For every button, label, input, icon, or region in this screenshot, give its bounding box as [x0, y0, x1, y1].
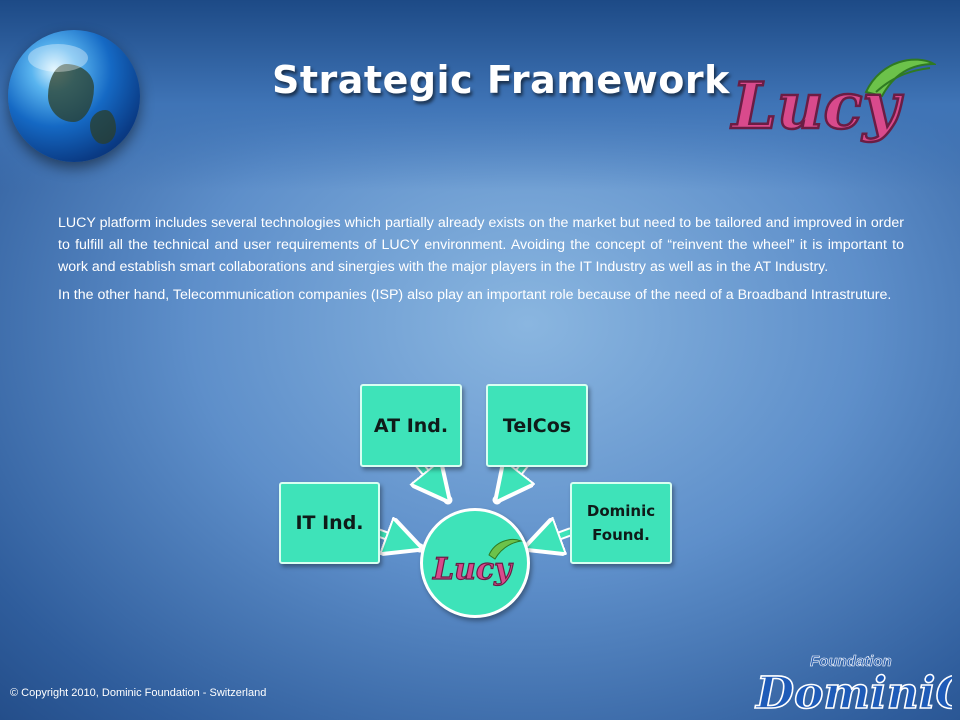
node-dominic-foundation: Dominic Found.	[570, 482, 672, 564]
paragraph: In the other hand, Telecommunication com…	[58, 287, 892, 303]
copyright-footer: © Copyright 2010, Dominic Foundation - S…	[10, 687, 267, 699]
node-label: TelCos	[502, 414, 572, 437]
diagram-center-node: Lucy	[420, 508, 530, 618]
lucy-logo-text: Lucy	[730, 69, 904, 144]
globe-landmass	[48, 64, 94, 122]
globe-highlight	[28, 44, 88, 72]
globe-icon	[8, 30, 140, 162]
lucy-logo: Lucy	[729, 58, 936, 145]
node-at-industry: AT Ind.	[360, 384, 462, 467]
node-it-industry: IT Ind.	[279, 482, 380, 564]
node-telcos: TelCos	[486, 384, 588, 467]
node-label: IT Ind.	[295, 512, 364, 534]
paragraph: LUCY platform includes several technolog…	[58, 215, 904, 275]
body-text: LUCY platform includes several technolog…	[58, 212, 904, 312]
node-label-line1: Dominic	[586, 502, 656, 520]
node-label-line2: Found.	[592, 526, 650, 544]
logo-dominic-text: DominiC	[754, 668, 952, 714]
header-band	[0, 0, 960, 190]
node-label: AT Ind.	[373, 414, 449, 437]
lucy-logo-small: Lucy	[431, 539, 523, 588]
logo-foundation-text: Foundation	[810, 653, 892, 670]
dominic-foundation-logo: Foundation DominiC	[753, 653, 952, 714]
globe-landmass	[90, 110, 116, 144]
slide-title: Strategic Framework	[272, 58, 730, 102]
center-label: Lucy	[432, 552, 514, 587]
